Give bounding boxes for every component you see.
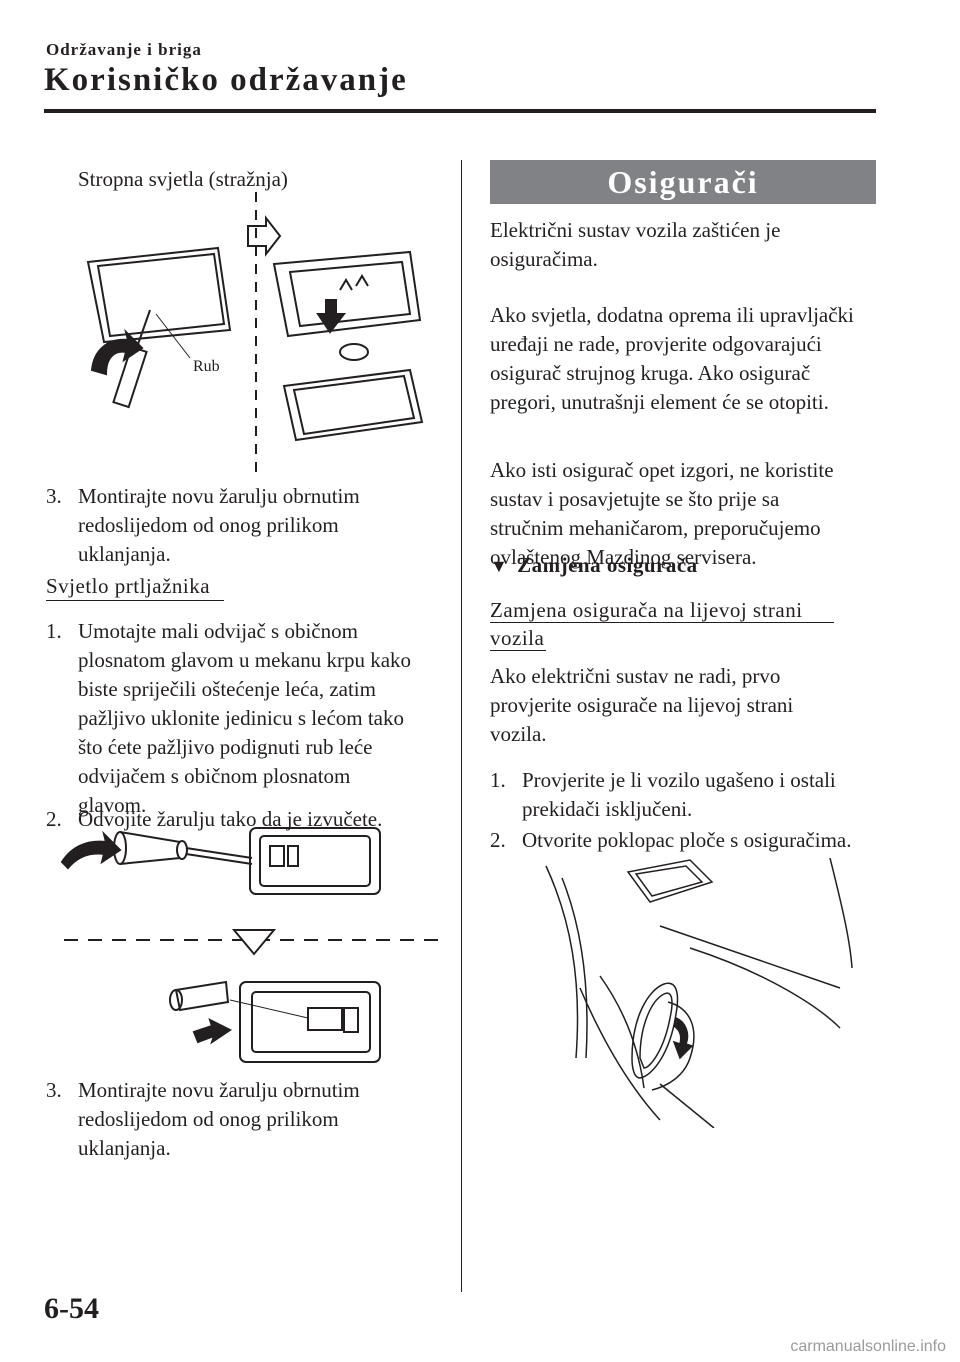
list-line: redoslijedom od onog prilikom <box>78 513 339 537</box>
paragraph: Ako svjetla, dodatna oprema ili upravlja… <box>490 301 880 417</box>
left-side-heading: Zamjena osigurača na lijevoj strani vozi… <box>490 596 803 652</box>
list-line: Umotajte mali odvijač s običnom <box>78 619 358 643</box>
section-label: Održavanje i briga <box>46 40 202 59</box>
paragraph-line: Ako električni sustav ne radi, prvo <box>490 664 781 688</box>
paragraph-line: Ako isti osigurač opet izgori, ne korist… <box>490 458 834 482</box>
column-divider <box>461 160 462 1292</box>
list-item: 3. Montirajte novu žarulju obrnutim redo… <box>46 1076 446 1166</box>
heading-underline <box>46 600 224 601</box>
list-number: 1. <box>490 768 506 792</box>
list-line: Provjerite je li vozilo ugašeno i ostali <box>522 768 836 792</box>
heading-line: Zamjena osigurača na lijevoj strani <box>490 598 803 622</box>
paragraph-line: vozila. <box>490 722 547 746</box>
list-item: 1. Provjerite je li vozilo ugašeno i ost… <box>490 766 890 826</box>
list-number: 1. <box>46 619 62 643</box>
paragraph-line: osiguračima. <box>490 247 598 271</box>
stropna-heading: Stropna svjetla (stražnja) <box>78 167 288 191</box>
title-rule <box>44 109 876 113</box>
trunk-light-heading: Svjetlo prtljažnika <box>46 574 211 598</box>
list-item: 2. Otvorite poklopac ploče s osiguračima… <box>490 826 890 856</box>
list-line: glavom. <box>78 793 147 817</box>
list-line: biste spriječili oštećenje leća, zatim <box>78 677 376 701</box>
paragraph: Ako isti osigurač opet izgori, ne korist… <box>490 456 880 572</box>
paragraph-line: ovlaštenog Mazdinog servisera. <box>490 545 757 569</box>
list-line: odvijačem s običnom plosnatom <box>78 764 351 788</box>
paragraph-line: sustav i posavjetujte se što prije sa <box>490 487 780 511</box>
paragraph-line: Ako svjetla, dodatna oprema ili upravlja… <box>490 303 854 327</box>
list-line: prekidači isključeni. <box>522 797 693 821</box>
list-line: Otvorite poklopac ploče s osiguračima. <box>522 828 852 852</box>
list-line: Montirajte novu žarulju obrnutim <box>78 1078 360 1102</box>
fuses-banner: Osigurači <box>490 160 876 204</box>
page-number: 6-54 <box>44 1292 99 1325</box>
list-line: pažljivo uklonite jedinicu s lećom tako <box>78 706 405 730</box>
list-item: 3. Montirajte novu žarulju obrnutim redo… <box>46 482 446 572</box>
list-number: 3. <box>46 1078 62 1102</box>
list-number: 2. <box>46 807 62 831</box>
subsection-heading-text: Zamjena osigurača <box>517 553 698 577</box>
list-line: što ćete pažljivo podignuti rub leće <box>78 735 373 759</box>
page-title: Korisničko održavanje <box>44 62 408 98</box>
paragraph-line: provjerite osigurače na lijevoj strani <box>490 693 794 717</box>
heading-line: vozila <box>490 626 545 650</box>
heading-underline <box>490 622 834 623</box>
paragraph: Ako električni sustav ne radi, prvo prov… <box>490 662 880 749</box>
paragraph-line: stručnim mehaničarom, preporučujemo <box>490 516 821 540</box>
paragraph-line: uređaji ne rade, provjerite odgovarajući <box>490 332 822 356</box>
fig1-label: Rub <box>193 358 220 375</box>
subsection-heading: ▼ Zamjena osigurača <box>490 553 698 578</box>
list-number: 2. <box>490 828 506 852</box>
list-item: 2. Odvojite žarulju tako da je izvučete. <box>46 805 456 835</box>
paragraph-line: Električni sustav vozila zaštićen je <box>490 218 781 242</box>
list-line: Montirajte novu žarulju obrnutim <box>78 484 360 508</box>
list-line: uklanjanja. <box>78 542 171 566</box>
list-number: 3. <box>46 484 62 508</box>
list-line: plosnatom glavom u mekanu krpu kako <box>78 648 412 672</box>
paragraph: Električni sustav vozila zaštićen je osi… <box>490 216 880 274</box>
paragraph-line: osigurač strujnog kruga. Ako osigurač <box>490 361 811 385</box>
ceiling-light-figure <box>86 192 424 475</box>
fuse-panel-figure <box>545 858 853 1128</box>
list-line: uklanjanja. <box>78 1136 171 1160</box>
watermark-url: carmanualsonline.info <box>790 1338 946 1355</box>
triangle-marker-icon: ▼ <box>490 556 508 576</box>
trunk-light-figure <box>60 827 440 1063</box>
heading-underline <box>490 650 546 651</box>
paragraph-line: pregori, unutrašnji element će se otopit… <box>490 390 829 414</box>
list-item: 1. Umotajte mali odvijač s običnom plosn… <box>46 617 446 827</box>
list-line: redoslijedom od onog prilikom <box>78 1107 339 1131</box>
